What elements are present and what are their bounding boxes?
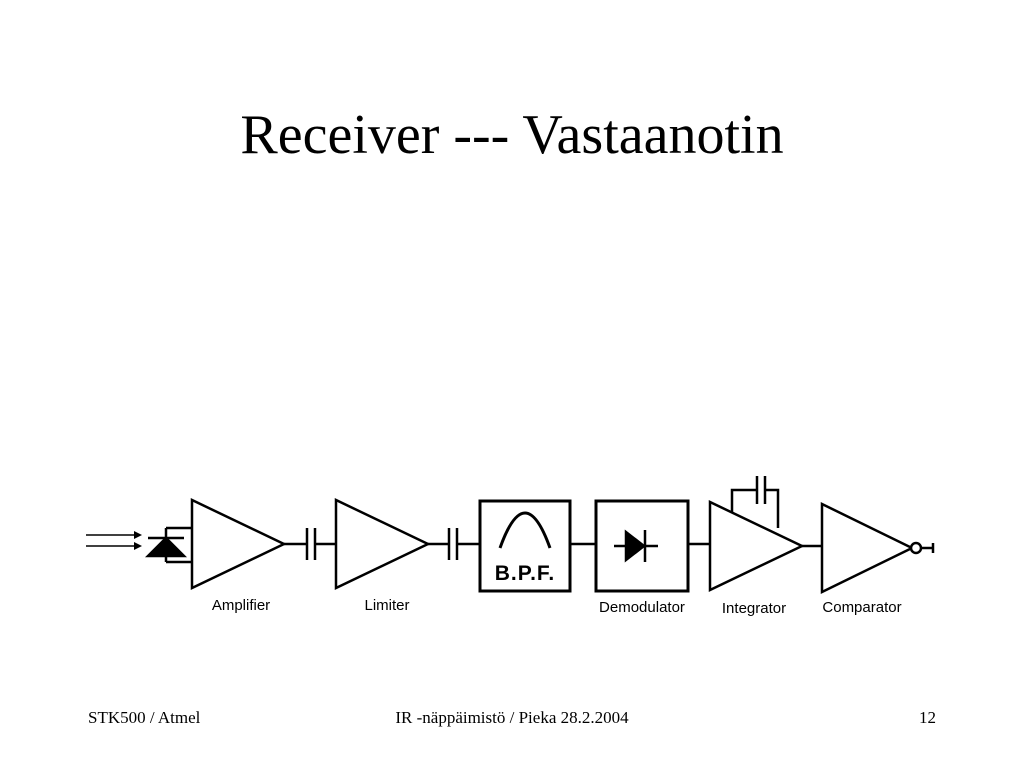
slide-title: Receiver --- Vastaanotin [240,104,784,166]
slide-number: 12 [919,708,936,727]
diode-icon [614,529,658,563]
demodulator-label: Demodulator [599,599,685,616]
ir-light-arrows-icon [86,531,142,550]
bpf-inner-label: B.P.F. [495,562,555,585]
amplifier-block [190,498,287,590]
bpf-block [478,499,572,593]
limiter-block [334,498,431,590]
comparator-label: Comparator [822,599,901,616]
output-node-icon [909,541,923,555]
coupling-capacitor-2-icon [447,528,459,560]
limiter-label: Limiter [364,597,409,614]
amplifier-label: Amplifier [212,597,270,614]
demodulator-block [594,499,690,593]
comparator-block [820,501,915,595]
receiver-block-diagram: B.P.F. Amplifier Limiter Demodulator Int… [86,476,935,617]
bandpass-curve-icon [498,511,552,549]
integrator-block [708,500,805,592]
photodiode-icon [144,526,192,564]
coupling-capacitor-1-icon [305,528,317,560]
integrator-label: Integrator [722,600,786,617]
feedback-capacitor-icon [730,476,780,528]
footer-left: STK500 / Atmel [88,708,201,727]
footer-center: IR -näppäimistö / Pieka 28.2.2004 [395,708,629,727]
